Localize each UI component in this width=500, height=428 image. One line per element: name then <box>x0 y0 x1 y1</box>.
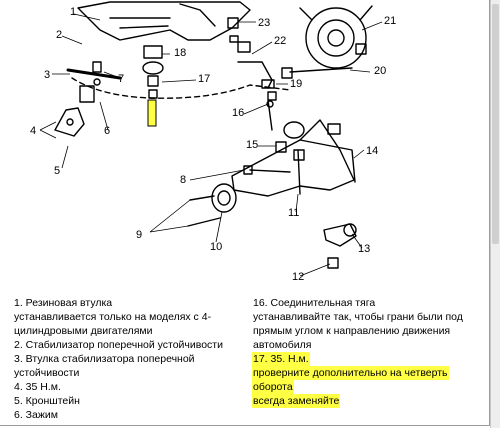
callout-16: 16 <box>232 107 244 119</box>
legend-left-column: 1. Резиновая втулка устанавливается толь… <box>14 296 246 422</box>
callout-17: 17 <box>198 73 210 85</box>
callout-10: 10 <box>210 241 222 253</box>
callout-labels: 1 2 3 4 5 6 7 8 9 10 11 12 13 14 15 16 1… <box>30 6 396 283</box>
legend-item-17-note-1: проверните дополнительно на четверть <box>253 367 448 379</box>
callout-20: 20 <box>374 65 386 77</box>
callout-3: 3 <box>44 69 50 81</box>
document-frame <box>0 0 490 426</box>
callout-23: 23 <box>258 17 270 29</box>
legend-item-3-cont: устойчивости <box>14 367 80 379</box>
callout-1: 1 <box>70 6 76 18</box>
legend-item-17-note-2: оборота <box>253 381 293 393</box>
callout-5: 5 <box>54 165 60 177</box>
parts-legend: 1. Резиновая втулка устанавливается толь… <box>14 296 484 424</box>
callout-7: 7 <box>118 73 124 85</box>
callout-4: 4 <box>30 125 36 137</box>
scrollbar-thumb[interactable] <box>492 4 499 244</box>
legend-item-1-note-2: цилиндровыми двигателями <box>14 325 153 337</box>
callout-12: 12 <box>292 271 304 283</box>
callout-6: 6 <box>104 125 110 137</box>
legend-item-3: 3. Втулка стабилизатора поперечной <box>14 353 195 365</box>
callout-18: 18 <box>174 47 186 59</box>
callout-11: 11 <box>288 207 299 219</box>
callout-2: 2 <box>56 29 62 41</box>
legend-item-16: 16. Соединительная тяга <box>253 297 376 309</box>
callout-22: 22 <box>274 35 286 47</box>
legend-right-column: 16. Соединительная тяга устанавливайте т… <box>253 296 485 408</box>
legend-item-2: 2. Стабилизатор поперечной устойчивости <box>14 339 223 351</box>
callout-8: 8 <box>180 174 186 186</box>
legend-item-4: 4. 35 Н.м. <box>14 381 61 393</box>
callout-9: 9 <box>136 229 142 241</box>
legend-item-1: 1. Резиновая втулка <box>14 297 113 309</box>
legend-item-6: 6. Зажим <box>14 409 58 421</box>
suspension-exploded-view: 1 2 3 4 5 6 7 8 9 10 11 12 13 14 15 16 1… <box>30 1 396 283</box>
legend-item-17-highlight: 17. 35. Н.м. <box>253 353 309 365</box>
legend-item-17-note-3: всегда заменяйте <box>253 395 340 407</box>
vertical-scrollbar[interactable] <box>490 0 500 428</box>
callout-14: 14 <box>366 145 378 157</box>
callout-19: 19 <box>290 78 302 90</box>
legend-item-5: 5. Кронштейн <box>14 395 80 407</box>
legend-item-16-note: устанавливайте так, чтобы грани были под… <box>253 311 463 351</box>
callout-15: 15 <box>246 139 258 151</box>
suspension-diagram: 1 2 3 4 5 6 7 8 9 10 11 12 13 14 15 16 1… <box>30 1 396 283</box>
legend-item-1-note-1: устанавливается только на моделях с 4- <box>14 311 212 323</box>
callout-21: 21 <box>384 15 396 27</box>
